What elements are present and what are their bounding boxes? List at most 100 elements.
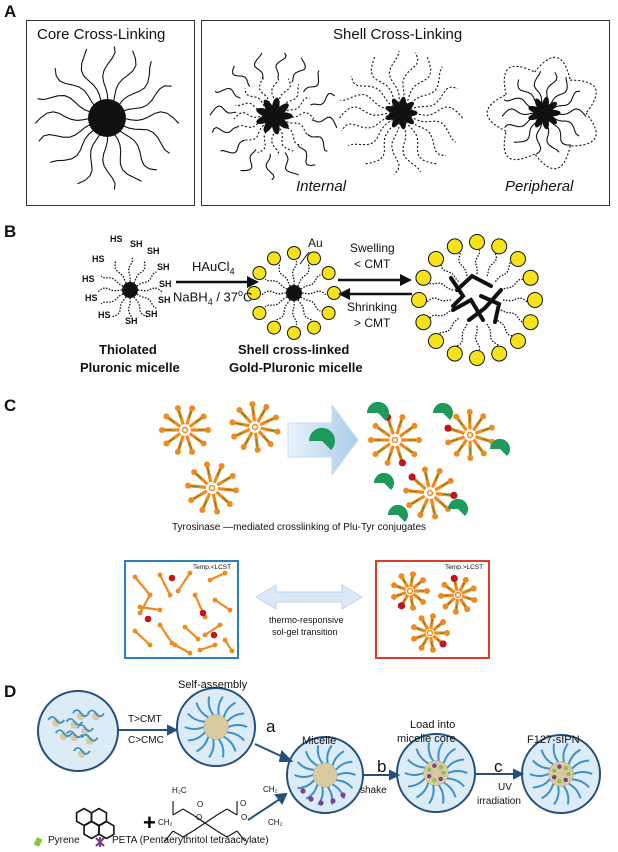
polymer-arm [486,253,497,277]
unimer-solution-circle [37,690,119,772]
peo-corona-arm [217,738,225,758]
swollen-core-chain [455,273,493,292]
tyr-end-group [157,607,163,613]
tyrosine-crosslink [444,424,452,432]
unimer-chain [134,630,151,646]
tyr-end-group [411,624,418,631]
tyr-end-group [466,409,473,416]
gold-nanoparticle [469,350,485,366]
polymer-arm [552,90,581,110]
plu-tyr-star [403,466,458,520]
peta-oxygen-label: O [196,813,203,822]
polymer-arm [111,50,137,108]
plu-tyr-star [368,413,422,467]
polymer-arm [50,126,99,163]
gold-nanoparticle [446,238,463,255]
peo-corona-arm [447,777,465,788]
gold-pluronic-micelle [247,246,341,340]
sh-label: SH [145,309,158,319]
loaded-molecule [438,765,443,770]
polymer-arm [348,118,394,147]
tyr-end-group [147,592,153,598]
panel-d-letter: D [4,682,17,701]
polymer-arm [100,293,124,305]
shrinking-condition: > CMT [354,316,391,330]
vessel-circle [37,690,119,772]
polymer-arm [136,293,157,309]
tyr-end-group [229,472,236,479]
peo-corona-arm [187,731,206,742]
polymer-arm [115,126,157,171]
polymer-arm [350,75,394,108]
peo-corona-arm [427,742,435,762]
polymer-arm [301,290,327,296]
core-crosslinked-micelle [34,46,180,190]
peo-corona-arm [562,743,569,762]
unimer-chain [209,572,226,581]
gold-nanoparticle [428,251,444,267]
loaded-molecule [552,775,557,780]
tyr-end-group [398,573,405,580]
plu-tyr-star [159,405,211,455]
peo-corona-arm [316,745,324,764]
swollen-core-chain [467,288,503,322]
polymer-arm [402,52,419,104]
gold-nanoparticle [252,266,267,280]
reagent-text: HAuCl [192,259,230,274]
polymer-arm [365,121,397,165]
peo-corona-arm [195,702,209,719]
tyrosine-crosslink [210,631,218,639]
tyr-end-group [163,413,170,420]
tyr-end-group [440,619,447,626]
panel-a-letter: A [4,2,17,21]
loaded-molecule [552,768,557,773]
peo-corona-arm [446,758,465,769]
peo-corona-arm [428,785,435,804]
micelle-core [538,107,550,119]
micelle-with-peta-circle [286,736,364,814]
tyr-end-group [411,635,418,642]
internal-crosslinked-micelle [209,52,338,181]
peta-bond [192,822,206,832]
peta-bond [172,808,184,816]
tyr-end-group [470,585,477,592]
peta-molecule-dot [318,800,324,806]
unimer-tail [65,717,84,726]
tyr-end-group [207,577,213,583]
polymer-arm [100,275,124,287]
peta-oxygen-label: O [241,813,248,822]
polymer-arm [300,296,321,312]
gold-nanoparticle [287,246,301,260]
polymer-arm [118,111,180,124]
star-center [391,436,399,444]
gold-nanoparticle [469,234,485,250]
polymer-arm [340,93,392,111]
tyr-end-group [182,624,188,630]
polymer-arm [254,52,264,80]
peo-corona-arm [437,784,445,804]
shrinking-label: Shrinking [347,300,398,314]
polymer-arm [277,78,291,107]
tyr-end-group [191,469,198,476]
unimer-chain [214,599,231,611]
peripheral-crosslink [570,112,597,147]
gold-nanoparticle [267,320,281,335]
tyr-end-group [200,413,207,420]
unimer-tail [80,733,99,742]
swollen-gold-micelle [411,234,543,366]
unimer-tail [76,724,94,732]
sol-chains [132,570,235,656]
sh-label: HS [82,274,95,284]
loaded-molecule [432,778,437,783]
gel-micelles [391,571,478,653]
peo-corona-arm [404,772,424,776]
peta-label: PETA (Pentaerythritol tetraacrylate) [112,835,269,846]
tyr-end-group [384,459,391,466]
peripheral-label: Peripheral [505,178,574,195]
core-crosslinking-title: Core Cross-Linking [37,26,166,43]
gold-nanoparticle [428,333,444,349]
unimer-chain [184,626,199,640]
gold-nanoparticle [522,269,539,286]
crosslinked-conjugates [366,401,510,522]
micelle-label: Micelle [302,735,337,747]
